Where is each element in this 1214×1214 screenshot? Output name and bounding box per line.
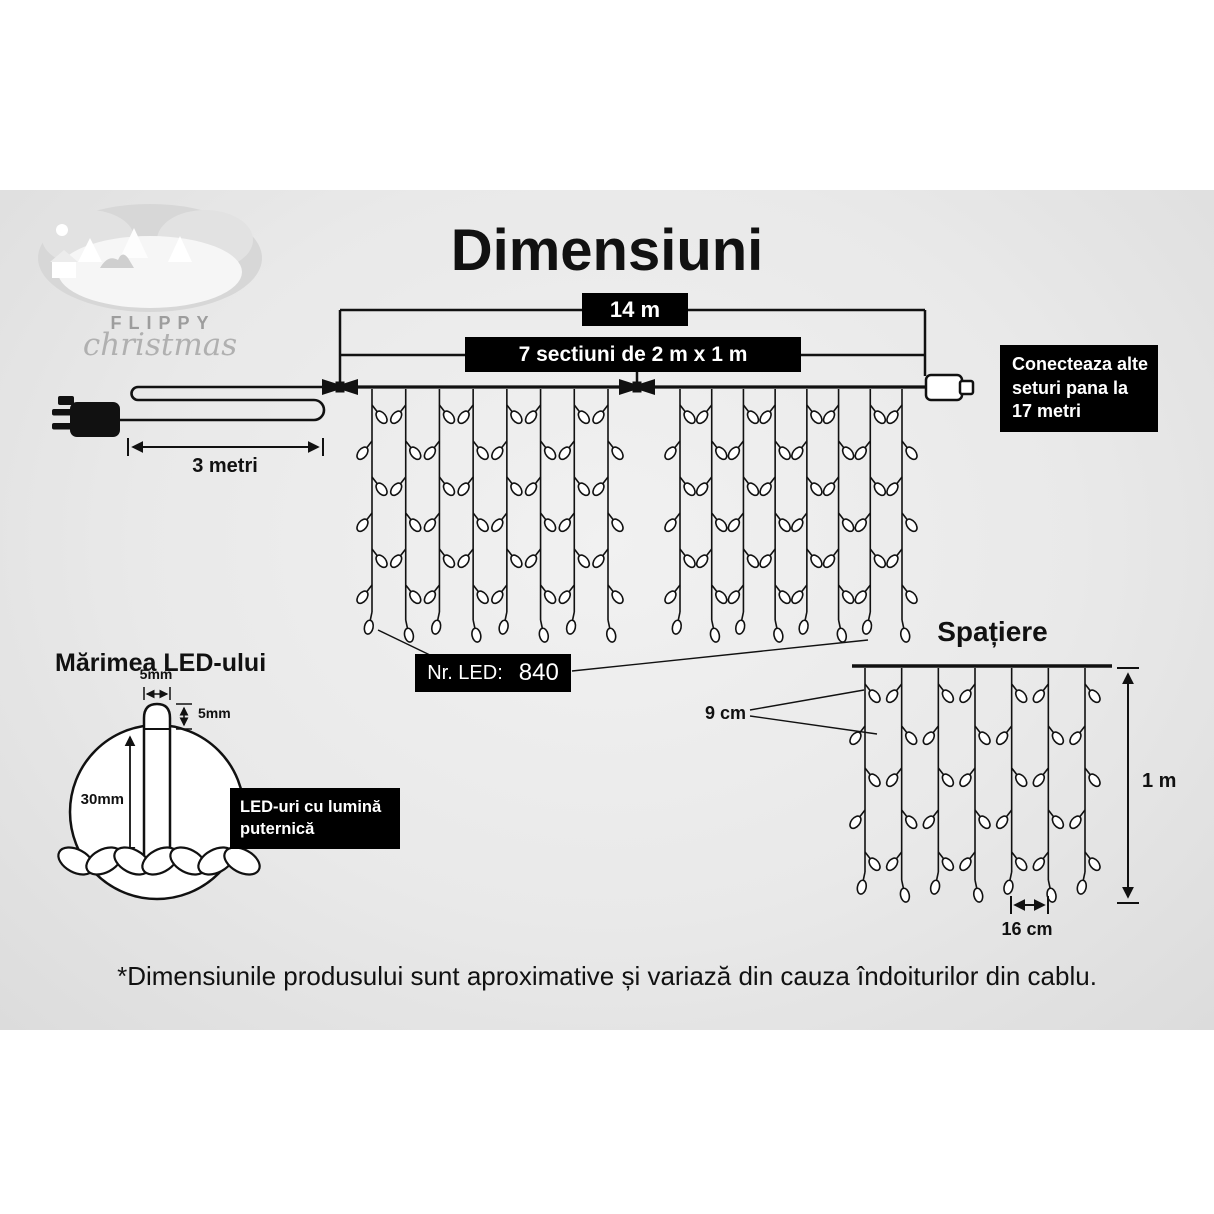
cap-height-label: 5mm [198,705,231,721]
disclaimer-text: *Dimensiunile produsului sunt aproximati… [117,961,1097,991]
led-count-value: 840 [518,659,559,686]
led-count-badge: Nr. LED: 840 [415,654,571,692]
curtain-height-label: 1 m [1142,770,1177,792]
total-width-badge: 14 m [582,293,688,326]
cap-width-label: 5mm [139,666,173,682]
led-note-badge: LED-uri cu lumină puternică [230,788,400,849]
logo-brand-text: FLIPPY [110,313,216,333]
logo-sub-text: christmas [82,327,238,363]
page-title: Dimensiuni [450,218,764,283]
connect-note-badge: Conecteaza alte seturi pana la 17 metri [1000,345,1158,432]
body-height-label: 30mm [80,791,124,808]
led-count-label: Nr. LED: [427,661,503,684]
sections-badge: 7 sectiuni de 2 m x 1 m [465,337,801,372]
horizontal-gap-label: 16 cm [1001,919,1053,939]
spacing-section-title: Spațiere [937,616,1048,647]
led-size-section-title: Mărimea LED-ului [55,649,267,677]
vertical-gap-label: 9 cm [704,703,746,723]
lead-length-label: 3 metri [192,455,258,477]
